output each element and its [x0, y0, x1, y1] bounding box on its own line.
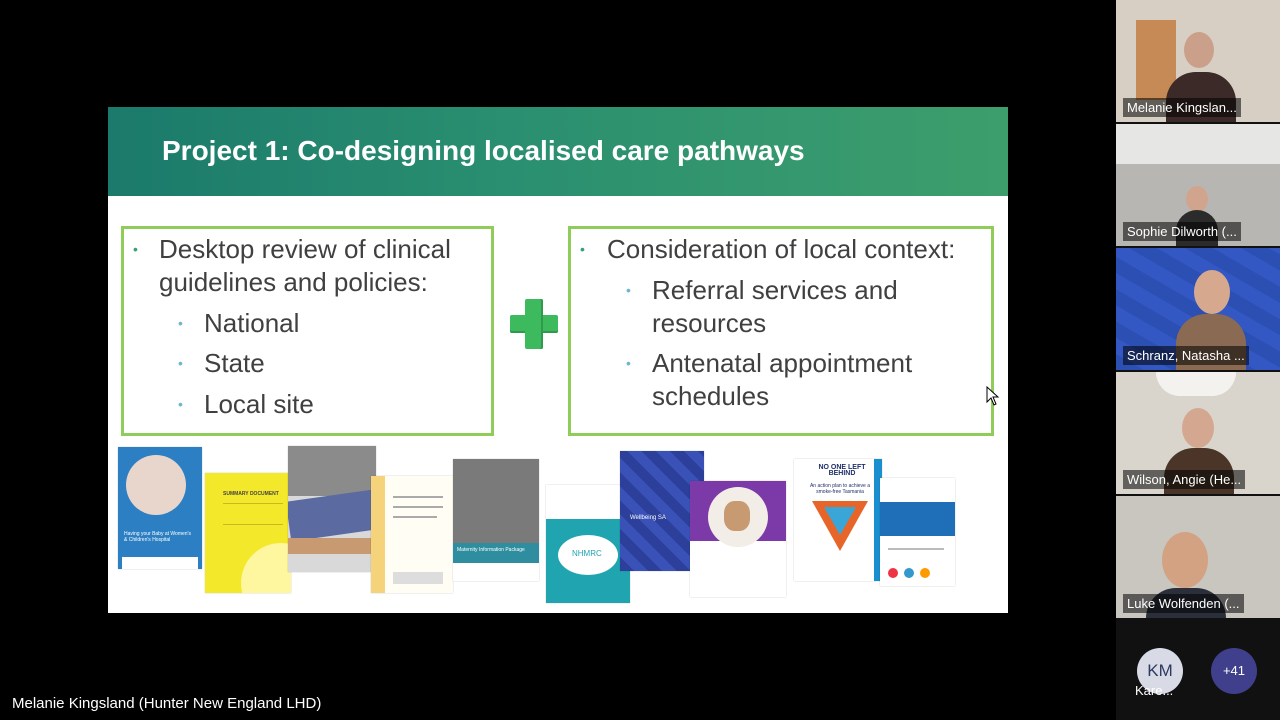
right-item-antenatal-line1: Antenatal appointment: [652, 348, 913, 378]
slide-title: Project 1: Co-designing localised care p…: [162, 135, 805, 166]
participant-name: Wilson, Angie (He...: [1123, 470, 1246, 489]
participant-avatar[interactable]: KM: [1137, 648, 1183, 694]
document-subtitle: An action plan to achieve a smoke-free T…: [809, 483, 871, 495]
document-thumbnail: Having your Baby at Women's & Children's…: [118, 447, 202, 569]
document-title: NHMRC: [572, 549, 602, 558]
more-participants-button[interactable]: +41: [1211, 648, 1257, 694]
participant-name: Melanie Kingslan...: [1123, 98, 1241, 117]
right-item-antenatal-line2: schedules: [652, 381, 770, 411]
document-title: Wellbeing SA: [630, 515, 666, 521]
document-title: Maternity Information Package: [457, 547, 525, 553]
document-thumbnail: Maternity Information Package: [453, 459, 539, 581]
left-item-state: State: [204, 348, 265, 378]
bullet-dot: •: [133, 241, 138, 257]
document-title: Having your Baby at Women's & Children's…: [124, 531, 192, 543]
right-item-referral-line2: resources: [652, 308, 767, 338]
document-thumbnail: NHMRC: [546, 485, 630, 603]
document-title: SUMMARY DOCUMENT: [223, 491, 279, 497]
document-thumbnail: [371, 476, 453, 593]
participant-avatar-name: Kare...: [1135, 683, 1174, 698]
left-item-local-site: Local site: [204, 389, 314, 419]
document-thumbnail: [690, 481, 786, 597]
document-title: NO ONE LEFT BEHIND: [818, 464, 866, 477]
participant-name: Sophie Dilworth (...: [1123, 222, 1241, 241]
sub-bullet-dot: •: [178, 396, 183, 412]
sub-bullet-dot: •: [178, 355, 183, 371]
plus-icon: [510, 299, 558, 349]
participant-tile[interactable]: Schranz, Natasha ...: [1116, 248, 1280, 370]
document-thumbnail: SUMMARY DOCUMENT: [205, 473, 291, 593]
sub-bullet-dot: •: [626, 355, 631, 371]
participant-tile[interactable]: Luke Wolfenden (...: [1116, 496, 1280, 618]
active-speaker-name: Melanie Kingsland (Hunter New England LH…: [12, 695, 322, 712]
sub-bullet-dot: •: [178, 315, 183, 331]
sub-bullet-dot: •: [626, 282, 631, 298]
bullet-dot: •: [580, 241, 585, 257]
right-heading: Consideration of local context:: [607, 234, 956, 264]
left-heading-line1: Desktop review of clinical: [159, 234, 451, 264]
document-thumbnail: [880, 478, 955, 586]
participant-tile[interactable]: Wilson, Angie (He...: [1116, 372, 1280, 494]
left-content-box: • Desktop review of clinical guidelines …: [121, 226, 494, 436]
document-thumbnail: NO ONE LEFT BEHIND An action plan to ach…: [794, 459, 882, 581]
left-heading-line2: guidelines and policies:: [159, 267, 428, 297]
shared-slide: Project 1: Co-designing localised care p…: [108, 107, 1008, 613]
participant-name: Schranz, Natasha ...: [1123, 346, 1249, 365]
slide-header: Project 1: Co-designing localised care p…: [108, 107, 1008, 196]
document-thumbnail: [288, 446, 376, 572]
mouse-cursor-icon: [986, 386, 1000, 406]
left-item-national: National: [204, 308, 300, 338]
participant-tile[interactable]: Melanie Kingslan...: [1116, 0, 1280, 122]
participant-name: Luke Wolfenden (...: [1123, 594, 1244, 613]
right-content-box: • Consideration of local context: • Refe…: [568, 226, 994, 436]
right-item-referral-line1: Referral services and: [652, 275, 898, 305]
participant-tile[interactable]: Sophie Dilworth (...: [1116, 124, 1280, 246]
